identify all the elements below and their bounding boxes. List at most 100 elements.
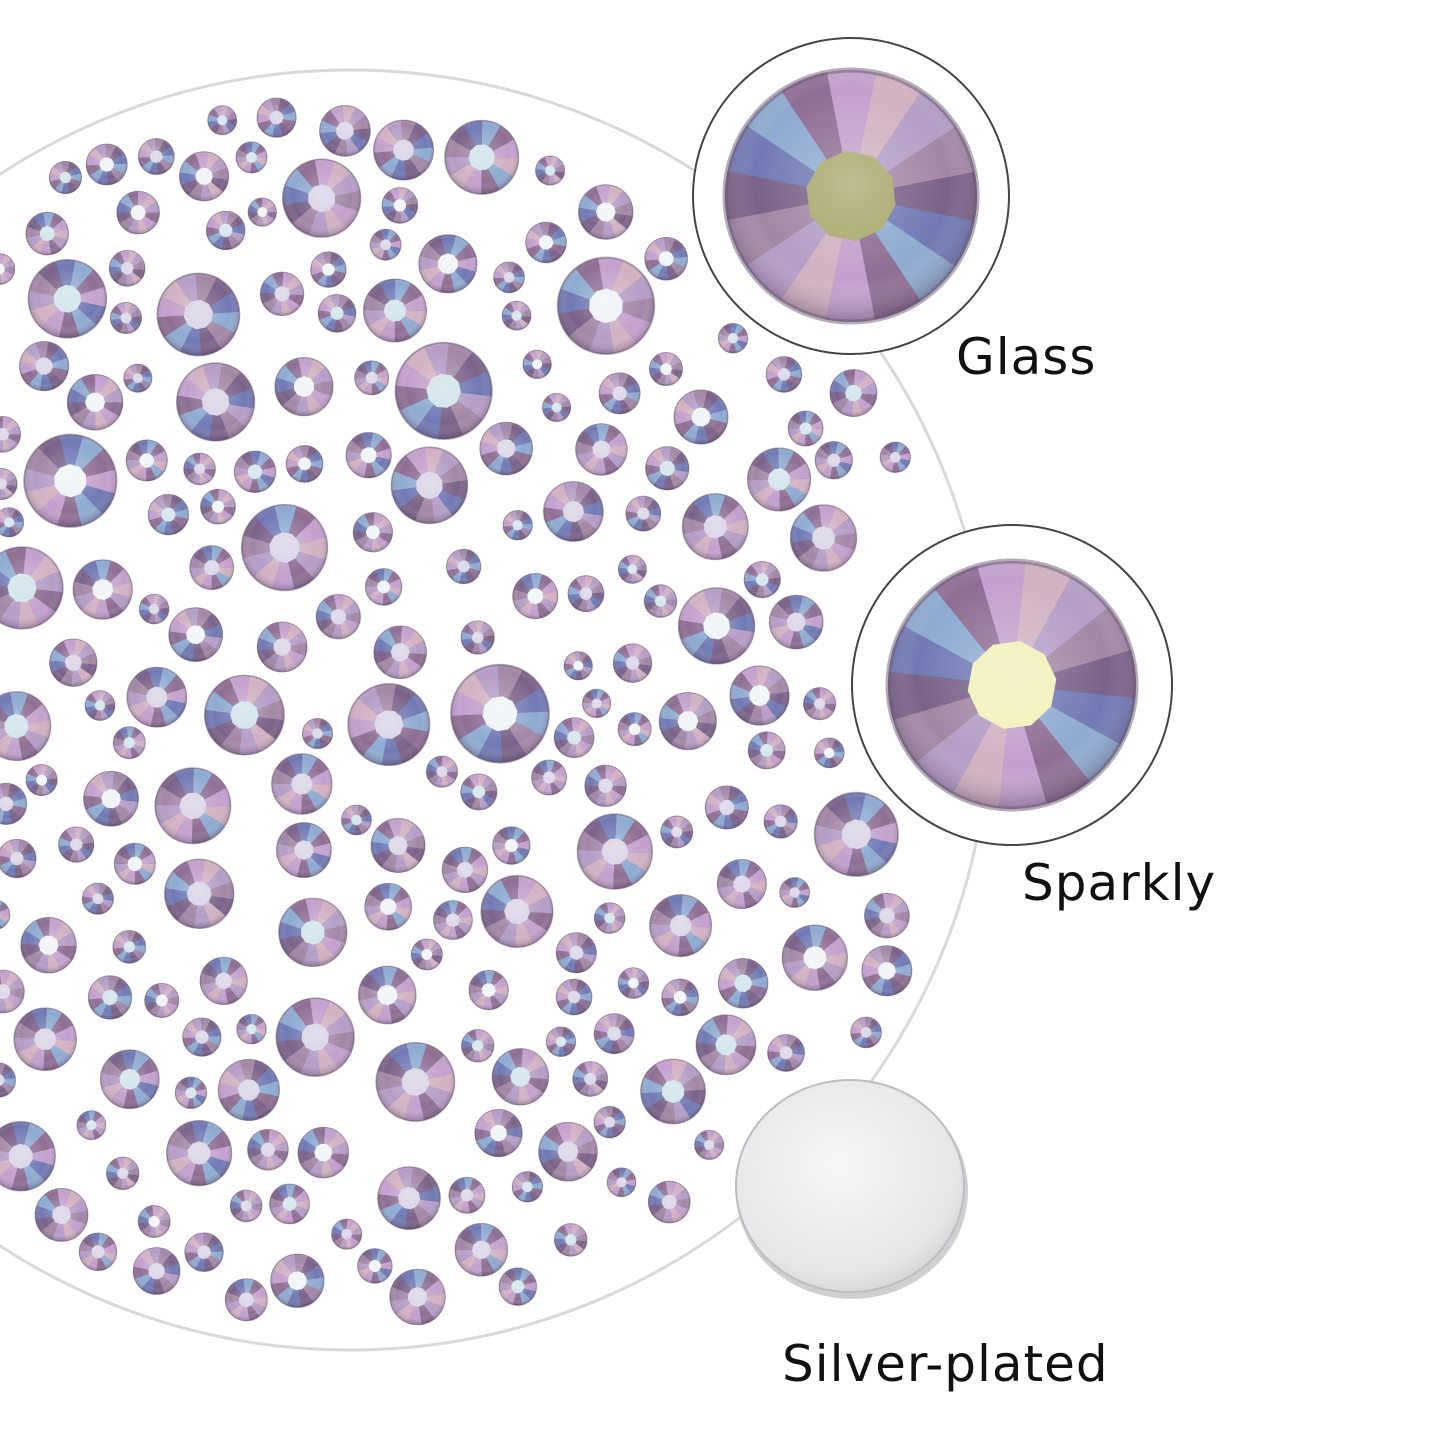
rhinestone xyxy=(730,666,789,725)
rhinestone xyxy=(201,489,236,524)
rhinestone xyxy=(481,876,553,948)
rhinestone xyxy=(114,843,155,884)
rhinestone xyxy=(157,273,239,355)
rhinestone xyxy=(646,447,689,490)
rhinestone xyxy=(544,482,604,542)
rhinestone xyxy=(109,250,145,286)
rhinestone xyxy=(390,1269,445,1324)
rhinestone xyxy=(190,546,234,590)
rhinestone xyxy=(124,364,152,392)
rhinestone xyxy=(0,692,51,761)
rhinestone xyxy=(279,898,347,966)
rhinestone xyxy=(451,665,549,763)
label-glass: Glass xyxy=(956,328,1096,386)
rhinestone xyxy=(286,445,323,482)
rhinestone xyxy=(113,727,145,759)
rhinestone xyxy=(276,998,354,1076)
rhinestone xyxy=(237,1014,267,1044)
rhinestone xyxy=(0,1122,55,1191)
rhinestone xyxy=(257,98,296,137)
rhinestone xyxy=(513,574,558,619)
rhinestone xyxy=(536,156,565,185)
rhinestone xyxy=(184,453,216,485)
rhinestone xyxy=(558,258,655,355)
rhinestone xyxy=(208,106,237,135)
rhinestone xyxy=(14,1008,76,1070)
rhinestone xyxy=(311,252,347,287)
rhinestone xyxy=(175,1077,206,1108)
rhinestone xyxy=(696,1015,756,1075)
rhinestone xyxy=(35,1189,88,1242)
rhinestone xyxy=(110,302,141,333)
rhinestone xyxy=(177,363,255,441)
rhinestone xyxy=(133,1248,180,1295)
rhinestone xyxy=(618,968,649,999)
rhinestone xyxy=(748,448,811,511)
rhinestone xyxy=(523,350,551,378)
rhinestone xyxy=(183,1018,221,1056)
rhinestone xyxy=(346,433,391,478)
rhinestone xyxy=(230,1190,262,1222)
rhinestone xyxy=(138,1205,170,1237)
rhinestone xyxy=(582,689,610,717)
rhinestone xyxy=(526,222,567,263)
rhinestone xyxy=(205,675,284,754)
rhinestone xyxy=(113,930,146,963)
rhinestone xyxy=(276,823,331,878)
rhinestone xyxy=(316,595,360,639)
rhinestone xyxy=(748,732,785,769)
rhinestone xyxy=(0,783,27,824)
rhinestone xyxy=(391,447,467,523)
rhinestone xyxy=(257,622,307,672)
rhinestone xyxy=(353,513,392,552)
rhinestone xyxy=(469,970,508,1009)
rhinestone xyxy=(766,357,802,393)
rhinestone xyxy=(499,1268,536,1305)
rhinestone xyxy=(851,1017,882,1048)
rhinestone xyxy=(0,469,17,500)
rhinestone xyxy=(59,827,94,862)
rhinestone xyxy=(579,185,633,239)
rhinestone xyxy=(85,691,115,721)
rhinestone xyxy=(272,754,332,814)
rhinestone xyxy=(127,667,187,727)
rhinestone xyxy=(185,1233,224,1272)
rhinestone xyxy=(830,370,877,417)
rhinestone xyxy=(782,925,847,990)
rhinestone xyxy=(395,343,491,439)
rhinestone xyxy=(73,560,132,619)
rhinestone xyxy=(803,688,835,720)
rhinestone xyxy=(599,373,640,414)
rhinestone xyxy=(67,375,122,430)
rhinestone xyxy=(659,693,716,750)
rhinestone xyxy=(585,765,627,806)
rhinestone xyxy=(138,139,174,175)
rhinestone xyxy=(0,254,15,285)
rhinestone xyxy=(100,1050,159,1109)
rhinestone xyxy=(180,152,229,201)
rhinestone xyxy=(378,1167,440,1229)
rhinestone xyxy=(165,859,234,928)
rhinestone xyxy=(449,1177,485,1213)
rhinestone xyxy=(568,576,604,612)
rhinestone xyxy=(744,561,780,597)
rhinestone xyxy=(862,946,912,996)
rhinestone xyxy=(371,819,425,873)
rhinestone xyxy=(682,494,748,560)
rhinestone xyxy=(270,1184,310,1224)
rhinestone xyxy=(358,1249,393,1284)
rhinestone xyxy=(260,272,303,315)
rhinestone xyxy=(145,983,179,1017)
rhinestone xyxy=(594,1106,626,1137)
rhinestone xyxy=(374,120,434,180)
rhinestone xyxy=(764,805,797,838)
rhinestone xyxy=(594,903,625,934)
rhinestone xyxy=(455,1223,508,1276)
rhinestone xyxy=(0,970,24,1013)
rhinestone xyxy=(26,212,69,255)
rhinestone xyxy=(419,235,477,293)
rhinestone xyxy=(556,979,592,1015)
label-sparkly: Sparkly xyxy=(1022,854,1216,912)
rhinestone xyxy=(502,301,531,330)
